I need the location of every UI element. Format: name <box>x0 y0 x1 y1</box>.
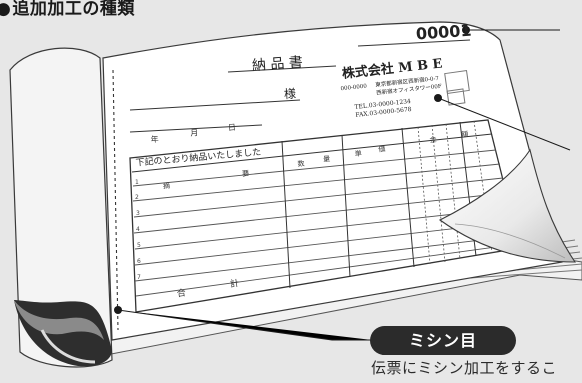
serial-number: 00001 <box>415 21 472 44</box>
column-label-6: 価 <box>378 144 386 154</box>
book-cover-curl <box>9 47 113 368</box>
page-curl <box>438 148 577 263</box>
row-number-3: 3 <box>136 210 140 217</box>
serial-marker-dot <box>462 26 470 34</box>
date-label-month: 月 <box>190 128 199 138</box>
leader-lines <box>114 26 571 341</box>
stamp-marker-dot <box>434 94 442 102</box>
customer-suffix: 様 <box>284 87 297 102</box>
perforation-caption: 伝票にミシン加工をするこ <box>371 359 558 377</box>
column-label-3: 数 <box>297 159 305 169</box>
row-number-7: 7 <box>137 274 141 281</box>
column-label-8: 額 <box>461 129 469 139</box>
total-label-1: 合 <box>176 286 187 299</box>
total-label-2: 計 <box>229 277 240 290</box>
company-postal: 000-0000 <box>340 83 367 92</box>
column-label-5: 単 <box>354 149 362 159</box>
row-number-4: 4 <box>136 226 140 233</box>
perforation-marker-dot <box>114 306 122 314</box>
column-label-4: 量 <box>323 155 331 164</box>
perforation-badge: ミシン目 <box>370 326 516 355</box>
column-label-2: 要 <box>242 169 250 178</box>
row-number-1: 1 <box>135 179 139 186</box>
date-label-year: 年 <box>150 134 159 145</box>
column-label-1: 摘 <box>163 181 171 191</box>
perforation-line <box>112 69 119 331</box>
slip-title: 納 品 書 <box>252 55 304 75</box>
row-number-6: 6 <box>137 258 141 265</box>
heading-bullet: ● <box>0 0 12 19</box>
heading-text: 追加加工の種類 <box>12 0 135 19</box>
date-label-day: 日 <box>228 123 237 133</box>
delivery-slip-sheet <box>102 21 563 341</box>
row-number-5: 5 <box>137 242 141 249</box>
section-heading: ●追加加工の種類 <box>0 0 135 19</box>
column-label-7: 金 <box>429 135 437 145</box>
row-number-2: 2 <box>135 194 139 201</box>
